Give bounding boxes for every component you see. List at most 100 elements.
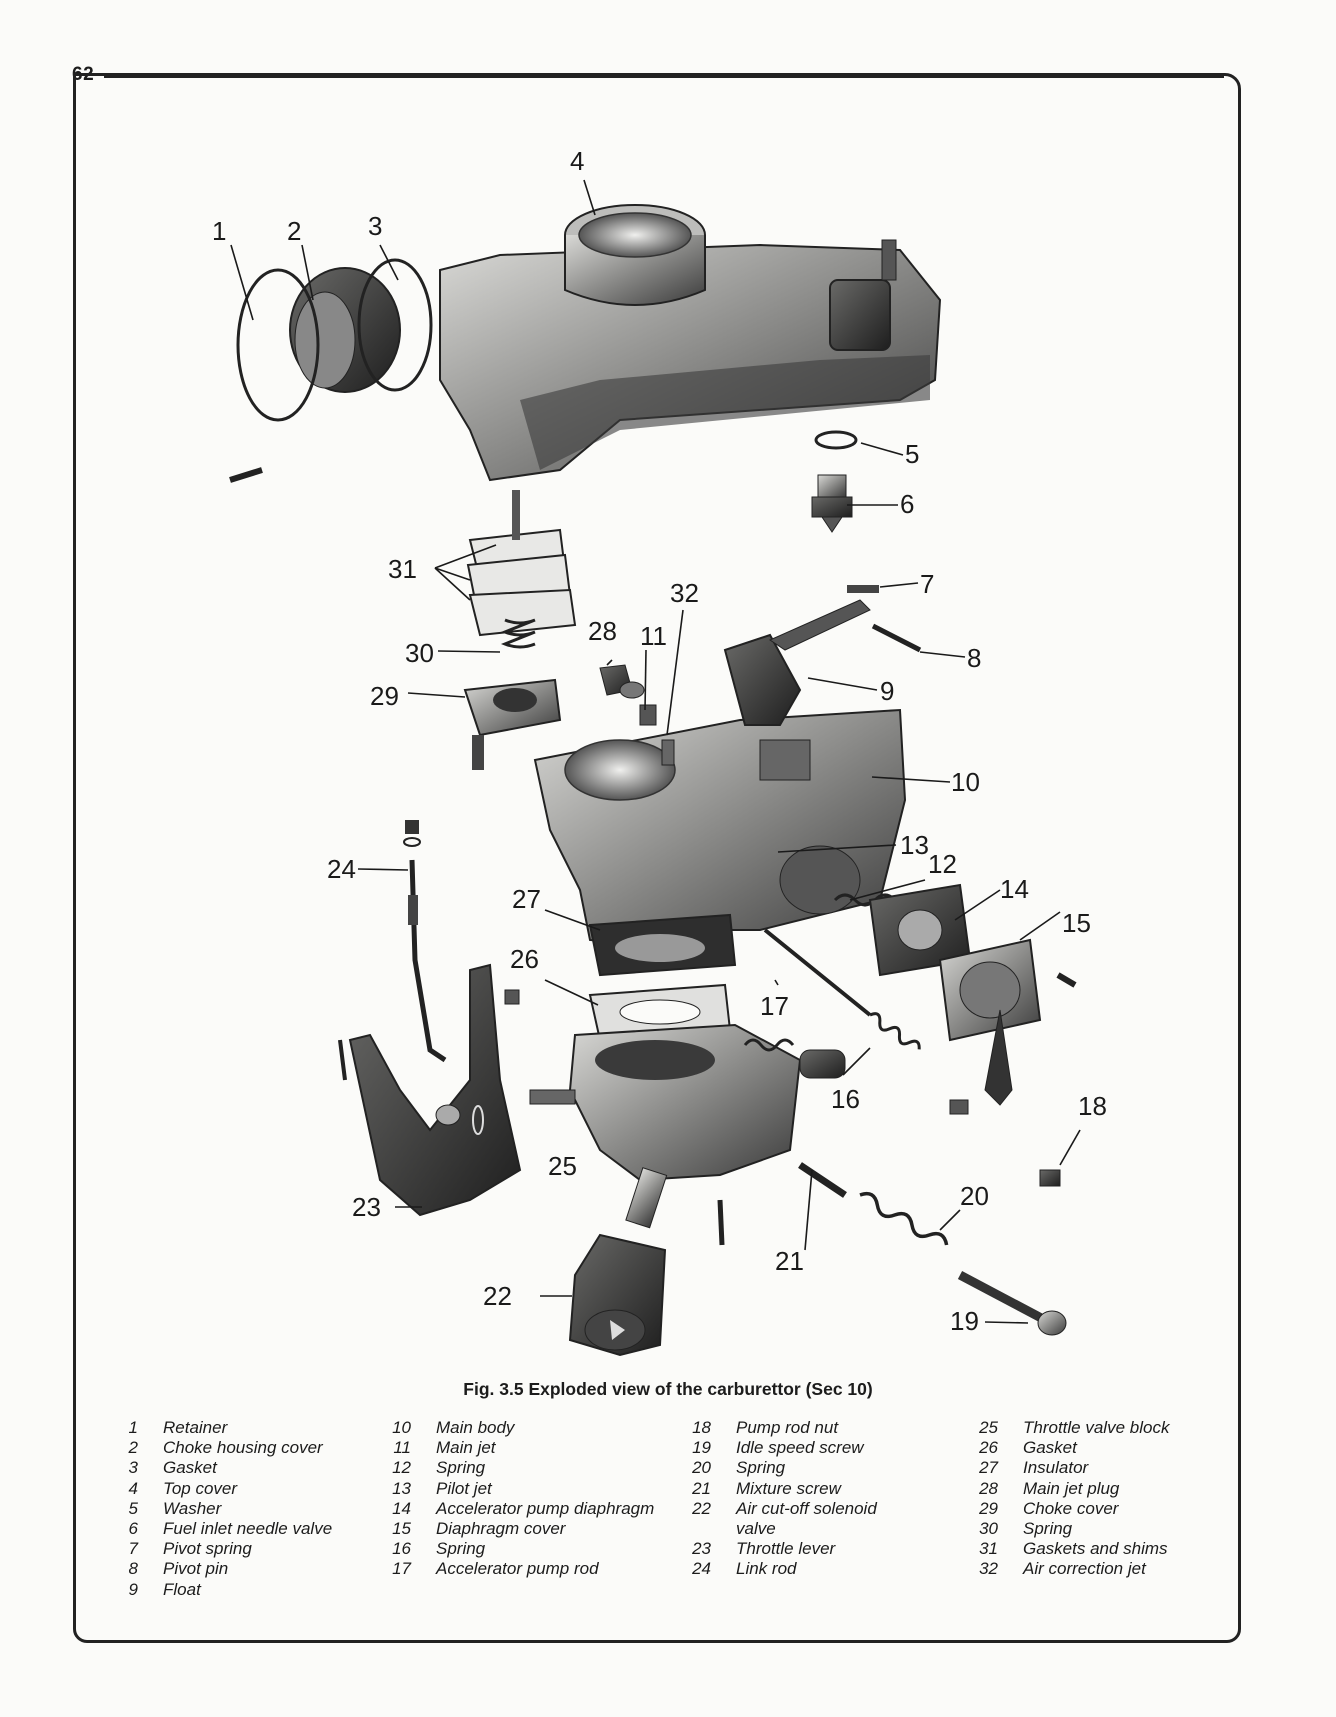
callout-1: 1 bbox=[212, 216, 226, 246]
callout-20: 20 bbox=[960, 1181, 989, 1211]
legend-text: Gaskets and shims bbox=[1023, 1539, 1168, 1559]
callout-14: 14 bbox=[1000, 874, 1029, 904]
legend-number: 25 bbox=[979, 1418, 998, 1437]
legend-number: 13 bbox=[392, 1478, 411, 1498]
top-cover bbox=[439, 204, 942, 482]
legend-text: Accelerator pump diaphragm bbox=[436, 1498, 655, 1518]
legend-item: 14 Accelerator pump diaphragm bbox=[381, 1499, 654, 1519]
callout-6: 6 bbox=[900, 489, 914, 519]
legend-number bbox=[681, 1519, 711, 1539]
legend-number: 16 bbox=[392, 1539, 411, 1559]
choke-gasket bbox=[357, 258, 433, 392]
legend-number: 23 bbox=[692, 1539, 711, 1559]
legend-number: 31 bbox=[979, 1539, 998, 1559]
legend-number: 22 bbox=[692, 1498, 711, 1518]
legend-number: 17 bbox=[392, 1559, 411, 1579]
legend-number: 4 bbox=[128, 1478, 138, 1498]
legend-text: Retainer bbox=[163, 1418, 228, 1437]
legend-number: 3 bbox=[128, 1458, 138, 1478]
legend-number: 28 bbox=[979, 1478, 998, 1498]
callout-3: 3 bbox=[368, 211, 382, 241]
legend-number: 14 bbox=[392, 1498, 411, 1518]
cover-screw bbox=[1056, 972, 1077, 988]
mixture-screw bbox=[798, 1162, 847, 1198]
main-body bbox=[533, 708, 907, 947]
legend-item: 30 Spring bbox=[968, 1519, 1169, 1539]
legend-text: Spring bbox=[736, 1458, 786, 1478]
callout-17: 17 bbox=[760, 991, 789, 1021]
legend-number: 21 bbox=[692, 1478, 711, 1498]
accelerator-pump-diaphragm bbox=[868, 883, 972, 977]
legend-text: Spring bbox=[1023, 1519, 1073, 1539]
legend-column-3: 18 Pump rod nut 19 Idle speed screw 20 Spri… bbox=[681, 1418, 877, 1580]
pivot-spring bbox=[847, 585, 879, 593]
legend-text: Fuel inlet needle valve bbox=[163, 1519, 333, 1539]
legend-text: Link rod bbox=[736, 1559, 797, 1579]
legend-item: 15 Diaphragm cover bbox=[381, 1519, 654, 1539]
legend-number: 7 bbox=[128, 1539, 138, 1559]
legend-number: 11 bbox=[393, 1438, 411, 1458]
legend-text: Pump rod nut bbox=[736, 1418, 839, 1437]
idle-speed-screw bbox=[957, 1271, 1067, 1336]
callout-28: 28 bbox=[588, 616, 617, 646]
air-cut-off-solenoid-valve bbox=[568, 1167, 668, 1357]
legend-number: 30 bbox=[979, 1519, 998, 1539]
legend-number: 8 bbox=[128, 1559, 138, 1579]
callout-30: 30 bbox=[405, 638, 434, 668]
legend-text: Air correction jet bbox=[1023, 1559, 1146, 1579]
legend-item: 11 Main jet bbox=[381, 1438, 654, 1458]
legend-item: valve bbox=[681, 1519, 877, 1539]
callout-21: 21 bbox=[775, 1246, 804, 1276]
callout-27: 27 bbox=[512, 884, 541, 914]
callout-11: 11 bbox=[640, 621, 667, 651]
callout-19: 19 bbox=[950, 1306, 979, 1336]
legend-text: Spring bbox=[436, 1539, 486, 1559]
legend-text: Main body bbox=[436, 1418, 515, 1437]
pump-rod-nut bbox=[1039, 1169, 1061, 1187]
legend-number: 18 bbox=[692, 1418, 711, 1437]
idle-spring bbox=[859, 1191, 949, 1246]
legend-text: Pilot jet bbox=[436, 1478, 492, 1498]
main-jet bbox=[639, 704, 657, 726]
page-frame bbox=[73, 73, 1241, 1643]
throttle-lever bbox=[338, 963, 522, 1217]
legend-number: 27 bbox=[979, 1458, 998, 1478]
legend-text: Idle speed screw bbox=[736, 1438, 864, 1458]
gaskets-and-shims bbox=[466, 490, 577, 637]
legend-number: 20 bbox=[692, 1458, 711, 1478]
block-screw bbox=[717, 1199, 725, 1246]
legend-text: Diaphragm cover bbox=[436, 1519, 566, 1539]
legend-number: 12 bbox=[392, 1458, 411, 1478]
legend-item: 13 Pilot jet bbox=[381, 1479, 654, 1499]
legend-number: 15 bbox=[392, 1519, 411, 1539]
legend-number: 10 bbox=[392, 1418, 411, 1437]
callout-8: 8 bbox=[967, 643, 981, 673]
retainer-ring bbox=[236, 268, 320, 422]
legend-text: Main jet bbox=[436, 1438, 496, 1458]
legend-number: 19 bbox=[692, 1438, 711, 1458]
legend-text: valve bbox=[736, 1519, 776, 1539]
callout-2: 2 bbox=[287, 216, 301, 246]
legend-number: 26 bbox=[979, 1438, 998, 1458]
insulator bbox=[588, 913, 737, 977]
legend-item: 16 Spring bbox=[381, 1539, 654, 1559]
leader-lines bbox=[230, 179, 1081, 1324]
callout-26: 26 bbox=[510, 944, 539, 974]
legend-text: Main jet plug bbox=[1023, 1478, 1120, 1498]
legend-number: 2 bbox=[128, 1438, 138, 1458]
rod-washer bbox=[949, 1099, 969, 1115]
legend-item: 28 Main jet plug bbox=[968, 1479, 1169, 1499]
